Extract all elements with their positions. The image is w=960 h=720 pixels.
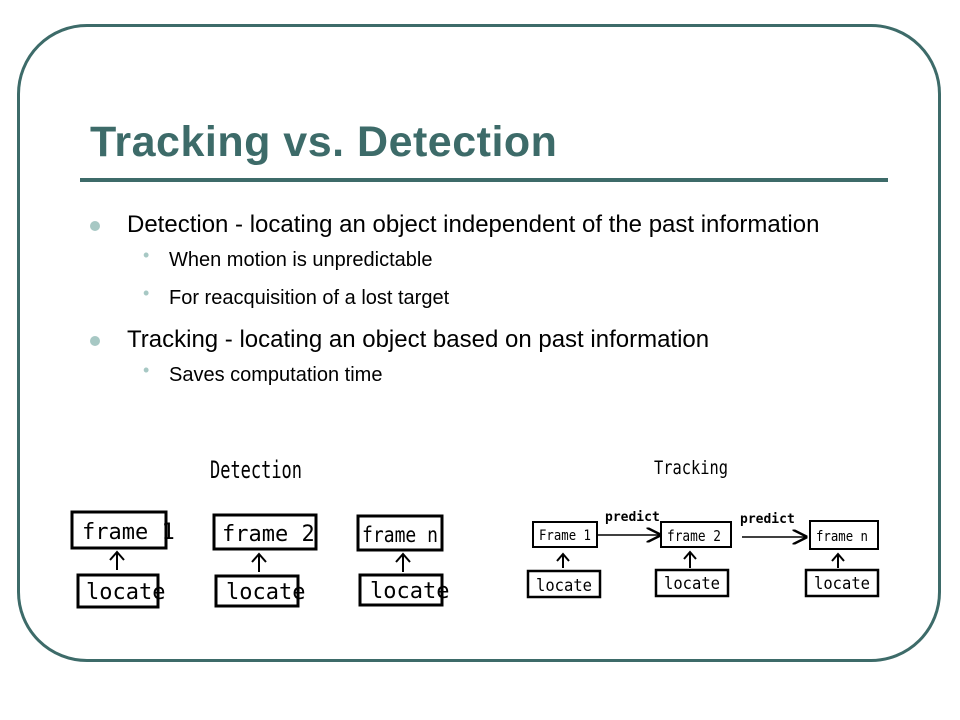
frame-label: frame 2 xyxy=(667,527,721,545)
sub-bullet-dot-icon: • xyxy=(143,245,150,265)
detection-heading: Detection xyxy=(210,456,302,484)
predict-label: predict xyxy=(740,512,795,527)
bullet-text: Detection - locating an object independe… xyxy=(127,211,820,238)
tracking-frame-n: frame n xyxy=(809,520,879,550)
tracking-frame-2: frame 2 xyxy=(660,521,732,548)
predict-label: predict xyxy=(605,510,660,525)
title-underline xyxy=(80,178,888,182)
up-arrow-icon xyxy=(395,552,411,572)
locate-label: locate xyxy=(814,574,870,594)
sub-bullet-text: Saves computation time xyxy=(169,364,383,386)
frame-label: frame n xyxy=(362,523,438,547)
bullet-text: Tracking - locating an object based on p… xyxy=(127,326,710,353)
tracking-locate-2: locate xyxy=(654,568,730,598)
detection-locate-n: locate xyxy=(358,573,449,607)
tracking-frame-1: Frame 1 xyxy=(532,521,598,548)
detection-locate-1: locate xyxy=(76,573,165,609)
detection-locate-2: locate xyxy=(214,574,305,608)
locate-label: locate xyxy=(536,576,592,596)
locate-label: locate xyxy=(226,580,305,605)
detection-frame-1: frame 1 xyxy=(70,510,175,550)
tracking-heading: Tracking xyxy=(654,457,728,479)
slide-title: Tracking vs. Detection xyxy=(90,118,558,166)
locate-label: locate xyxy=(664,574,720,594)
tracking-vs-detection-diagram: Detection frame 1 locate frame 2 locate … xyxy=(70,456,880,609)
sub-bullet: • For reacquisition of a lost target xyxy=(90,283,860,311)
bullet-tracking: Tracking - locating an object based on p… xyxy=(90,323,860,356)
up-arrow-icon xyxy=(683,550,697,568)
up-arrow-icon xyxy=(251,552,267,572)
detection-frame-n: frame n xyxy=(356,514,444,552)
sub-bullet: • When motion is unpredictable xyxy=(90,245,860,273)
tracking-locate-n: locate xyxy=(804,568,880,598)
detection-frame-2: frame 2 xyxy=(212,513,318,551)
sub-bullet-dot-icon: • xyxy=(143,360,150,380)
sub-bullet: • Saves computation time xyxy=(90,360,860,388)
up-arrow-icon xyxy=(831,552,845,568)
bullet-dot-icon xyxy=(90,221,100,231)
slide-border xyxy=(17,24,941,662)
sub-bullet-text: When motion is unpredictable xyxy=(169,249,433,271)
bullet-dot-icon xyxy=(90,336,100,346)
locate-label: locate xyxy=(370,579,449,604)
up-arrow-icon xyxy=(109,550,125,570)
bullet-detection: Detection - locating an object independe… xyxy=(90,208,860,241)
frame-label: Frame 1 xyxy=(539,528,591,544)
frame-label: frame n xyxy=(816,529,868,545)
bullet-list: Detection - locating an object independe… xyxy=(90,208,860,400)
locate-label: locate xyxy=(86,580,165,605)
tracking-locate-1: locate xyxy=(526,569,602,599)
sub-bullet-text: For reacquisition of a lost target xyxy=(169,287,450,309)
frame-label: frame 1 xyxy=(82,520,175,545)
frame-label: frame 2 xyxy=(222,522,315,547)
sub-bullet-dot-icon: • xyxy=(143,283,150,303)
up-arrow-icon xyxy=(556,552,570,568)
